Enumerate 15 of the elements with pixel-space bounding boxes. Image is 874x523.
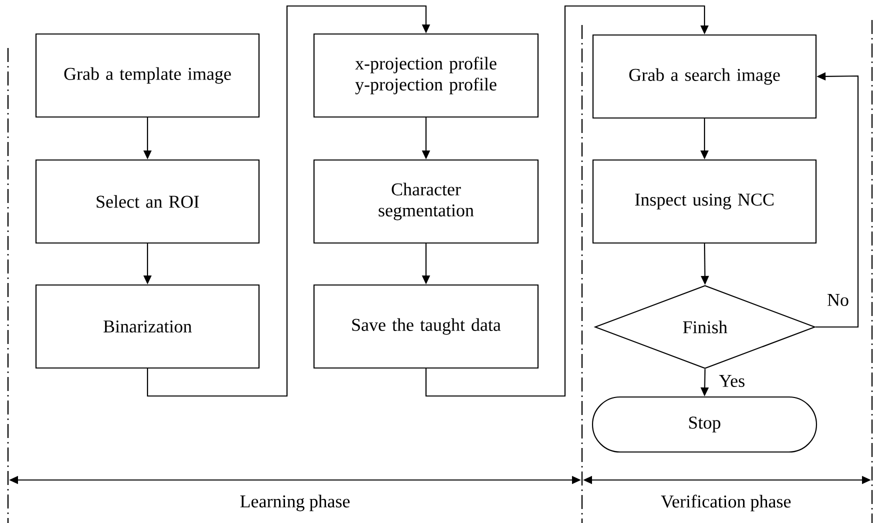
arrow xyxy=(146,5,430,397)
process-box: Grab a search image xyxy=(592,34,817,119)
process-box: x-projection profile y-projection profile xyxy=(313,33,539,118)
terminal-box: Stop xyxy=(592,396,818,453)
process-box: Character segmentation xyxy=(313,159,539,244)
edge-label: No xyxy=(826,293,850,307)
process-box: Save the taught data xyxy=(313,284,539,369)
process-box: Inspect using NCC xyxy=(592,159,817,244)
process-box: Select an ROI xyxy=(35,159,260,244)
phase-label: Verification phase xyxy=(661,494,791,512)
process-box: Grab a template image xyxy=(35,33,260,118)
arrow xyxy=(425,5,709,397)
edge-label: Yes xyxy=(718,374,746,388)
process-box: Binarization xyxy=(35,284,260,369)
phase-label: Learning phase xyxy=(240,494,350,512)
